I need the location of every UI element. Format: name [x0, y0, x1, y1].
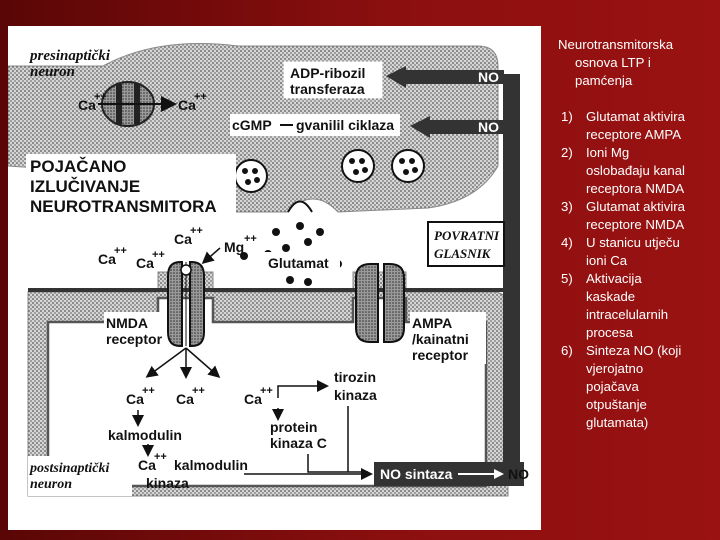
step-number: 2)	[561, 144, 573, 162]
step-line: kaskade	[586, 288, 718, 306]
pkc-label-1: protein	[270, 419, 317, 435]
calmodulin-label: kalmodulin	[108, 427, 182, 443]
membrane-line	[28, 288, 508, 292]
ca-calmodulin-label: kalmodulin	[174, 457, 248, 473]
steps-list: 1) Glutamat aktivira receptore AMPA 2) I…	[558, 108, 718, 432]
postsynaptic-label-2: neuron	[30, 477, 72, 492]
step-number: 1)	[561, 108, 573, 126]
ca-calmodulin-kinase-label: kinaza	[146, 475, 189, 491]
step-line: vjerojatno	[586, 360, 718, 378]
mg-charge: ++	[244, 233, 257, 245]
ca-charge: ++	[154, 451, 167, 463]
enhanced-release-label-2: IZLUČIVANJE	[30, 177, 140, 196]
step-line: Aktivacija	[586, 270, 718, 288]
pkc-label-2: kinaza C	[270, 435, 327, 451]
retrograde-label-1: POVRATNI	[434, 228, 500, 243]
nmda-label-1: NMDA	[106, 315, 148, 331]
step-line: Glutamat aktivira	[586, 198, 718, 216]
step-line: U stanicu utječu	[586, 234, 718, 252]
step-line: receptore NMDA	[586, 216, 718, 234]
tyrosine-kinase-label-2: kinaza	[334, 387, 377, 403]
step-item: 5) Aktivacija kaskade intracelularnih pr…	[558, 270, 718, 342]
step-line: receptore AMPA	[586, 126, 718, 144]
ca-charge: ++	[192, 385, 205, 397]
step-line: ioni Ca	[586, 252, 718, 270]
adp-ribosyl-label-1: ADP-ribozil	[290, 65, 365, 81]
step-number: 4)	[561, 234, 573, 252]
ampa-label-2: /kainatni	[412, 331, 469, 347]
step-line: Glutamat aktivira	[586, 108, 718, 126]
presynaptic-label-2: neuron	[30, 64, 75, 80]
step-item: 3) Glutamat aktivira receptore NMDA	[558, 198, 718, 234]
side-title-line-2: osnova LTP i	[558, 54, 718, 72]
step-line: otpuštanje	[586, 396, 718, 414]
no-label-top: NO	[478, 69, 499, 85]
side-title-line-3: pamćenja	[558, 72, 718, 90]
step-line: oslobađaju kanal	[586, 162, 718, 180]
side-title-line-1: Neurotransmitorska	[558, 36, 718, 54]
postsynaptic-label-1: postsinaptički	[29, 461, 109, 476]
step-item: 4) U stanicu utječu ioni Ca	[558, 234, 718, 270]
enhanced-release-label-1: POJAČANO	[30, 157, 126, 176]
side-title: Neurotransmitorska osnova LTP i pamćenja	[558, 36, 718, 90]
no-label-bottom: NO	[508, 466, 529, 482]
ca-charge: ++	[142, 385, 155, 397]
glutamate-label: Glutamat	[268, 255, 329, 271]
step-item: 1) Glutamat aktivira receptore AMPA	[558, 108, 718, 144]
nmda-label-2: receptor	[106, 331, 163, 347]
ltp-diagram: presinaptički neuron Ca ++ Ca ++ ADP-rib…	[8, 26, 541, 530]
no-pathway-bar	[503, 74, 520, 486]
cgmp-label: cGMP	[232, 117, 272, 133]
step-item: 6) Sinteza NO (koji vjerojatno pojačava …	[558, 342, 718, 432]
no-synthase-label: NO sintaza	[380, 466, 453, 482]
side-panel: Neurotransmitorska osnova LTP i pamćenja…	[558, 36, 718, 432]
ca-charge: ++	[114, 245, 127, 257]
ca-charge: ++	[152, 249, 165, 261]
step-line: procesa	[586, 324, 718, 342]
ca-charge: ++	[94, 91, 107, 103]
adp-ribosyl-label-2: transferaza	[290, 81, 365, 97]
enhanced-release-label-3: NEUROTRANSMITORA	[30, 197, 217, 216]
ca-charge: ++	[260, 385, 273, 397]
step-line: receptora NMDA	[586, 180, 718, 198]
ca-charge: ++	[190, 225, 203, 237]
nmda-receptor-channel	[168, 262, 204, 346]
step-line: Ioni Mg	[586, 144, 718, 162]
guanylyl-cyclase-label: gvanilil ciklaza	[296, 117, 394, 133]
mg-label: Mg	[224, 239, 244, 255]
ampa-label-3: receptor	[412, 347, 469, 363]
step-line: glutamata)	[586, 414, 718, 432]
tyrosine-kinase-label-1: tirozin	[334, 369, 376, 385]
ca-charge: ++	[194, 91, 207, 103]
step-line: Sinteza NO (koji	[586, 342, 718, 360]
step-line: pojačava	[586, 378, 718, 396]
step-number: 6)	[561, 342, 573, 360]
retrograde-label-2: GLASNIK	[434, 246, 492, 261]
no-label-mid: NO	[478, 119, 499, 135]
presynaptic-label-1: presinaptički	[28, 48, 111, 64]
ampa-label-1: AMPA	[412, 315, 452, 331]
step-item: 2) Ioni Mg oslobađaju kanal receptora NM…	[558, 144, 718, 198]
step-line: intracelularnih	[586, 306, 718, 324]
step-number: 5)	[561, 270, 573, 288]
step-number: 3)	[561, 198, 573, 216]
